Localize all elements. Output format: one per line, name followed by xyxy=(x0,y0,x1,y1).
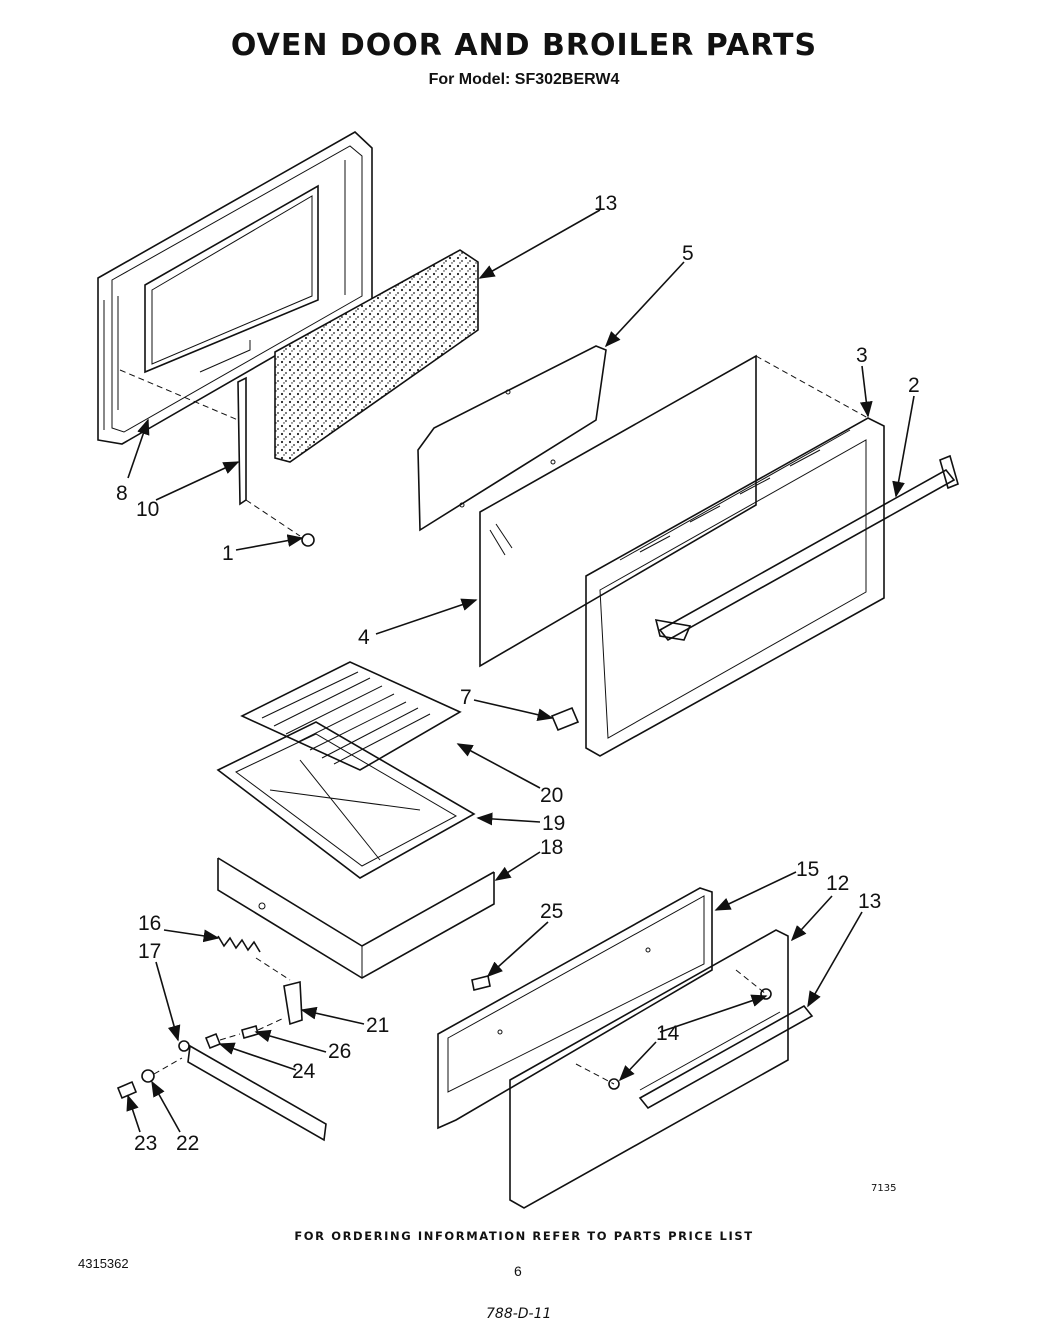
callout-9: 8 xyxy=(116,482,128,505)
door-handle-part xyxy=(654,454,959,642)
callout-13: 13 xyxy=(858,890,881,913)
broiler-door-trim-part xyxy=(638,1004,814,1110)
callout-8: 7 xyxy=(460,686,472,709)
callout-22: 22 xyxy=(176,1132,199,1155)
page-number: 6 xyxy=(514,1263,522,1279)
ordering-note: FOR ORDERING INFORMATION REFER TO PARTS … xyxy=(294,1229,754,1243)
callout-2: 2 xyxy=(908,374,920,397)
document-number: 4315362 xyxy=(78,1256,129,1271)
construction-lines xyxy=(119,355,869,1085)
callout-12: 12 xyxy=(826,872,849,895)
broiler-grid-part xyxy=(240,661,462,771)
callout-23: 23 xyxy=(134,1132,157,1155)
callout-26: 26 xyxy=(328,1040,351,1063)
callout-7: 13 xyxy=(594,192,617,215)
callout-14: 14 xyxy=(656,1022,680,1045)
screw-part-1 xyxy=(301,533,315,547)
small-hardware-parts xyxy=(116,1025,327,1142)
callout-4: 4 xyxy=(358,626,370,649)
broiler-door-panel-part xyxy=(509,929,789,1209)
outer-door-frame-part xyxy=(585,417,885,757)
figure-code: 7135 xyxy=(871,1183,897,1194)
screw-part-25 xyxy=(471,975,491,991)
handwritten-code: 788-D-11 xyxy=(486,1306,552,1322)
door-insulation-part xyxy=(274,249,479,463)
callout-24: 24 xyxy=(292,1060,316,1083)
model-subtitle: For Model: SF302BERW4 xyxy=(428,71,620,88)
callout-21: 21 xyxy=(366,1014,389,1037)
page-title: OVEN DOOR AND BROILER PARTS xyxy=(230,28,818,63)
callout-15: 15 xyxy=(796,858,819,881)
door-clip-part xyxy=(550,706,580,732)
inner-glass-panel-part xyxy=(417,345,607,532)
callout-5: 5 xyxy=(682,242,694,265)
bracket-part xyxy=(283,980,303,1026)
leader-arrows xyxy=(126,209,915,1133)
broiler-pan-insert-part xyxy=(216,721,476,879)
callout-17: 17 xyxy=(138,940,161,963)
door-glass-part xyxy=(479,354,757,668)
callout-20: 20 xyxy=(540,784,563,807)
callout-18: 18 xyxy=(540,836,563,859)
callout-16: 16 xyxy=(138,912,161,935)
callout-25: 25 xyxy=(540,900,563,923)
broiler-door-inner-part xyxy=(437,887,713,1130)
callout-labels: 13 5 3 2 8 10 1 4 7 20 19 18 15 12 13 25… xyxy=(116,192,920,1155)
broiler-pan-part xyxy=(217,857,495,979)
callout-10: 10 xyxy=(136,498,159,521)
door-spacer-part xyxy=(237,376,247,506)
spring-part xyxy=(217,935,261,953)
callout-3: 3 xyxy=(856,344,868,367)
callout-19: 19 xyxy=(542,812,565,835)
callout-1: 1 xyxy=(222,542,234,565)
